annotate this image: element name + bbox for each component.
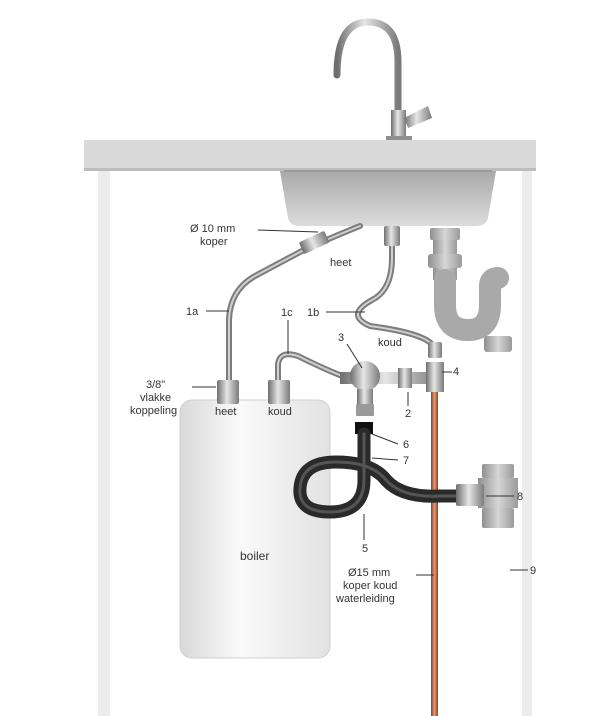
label-coupling-type: vlakke bbox=[140, 392, 171, 404]
label-pipe-10mm: Ø 10 mm bbox=[190, 223, 235, 235]
label-pipe-10mm-koper: koper bbox=[200, 236, 228, 248]
label-heet-top: heet bbox=[330, 257, 351, 269]
label-1c: 1c bbox=[281, 307, 293, 319]
copper-cold-water-line bbox=[431, 392, 438, 716]
valve-assembly bbox=[340, 361, 444, 416]
label-3: 3 bbox=[338, 332, 344, 344]
label-coupling-size: 3/8" bbox=[146, 379, 165, 391]
faucet bbox=[333, 18, 432, 144]
leader-lines bbox=[192, 229, 528, 576]
cabinet-left-post bbox=[98, 168, 110, 716]
label-boiler: boiler bbox=[240, 549, 269, 563]
label-1b: 1b bbox=[307, 307, 319, 319]
label-6: 6 bbox=[403, 439, 409, 451]
countertop bbox=[84, 140, 536, 170]
label-5: 5 bbox=[362, 543, 368, 555]
label-heet-boiler: heet bbox=[215, 406, 236, 418]
overflow-hose bbox=[293, 422, 484, 519]
flex-pipes bbox=[226, 223, 437, 385]
label-1a: 1a bbox=[186, 306, 199, 318]
boiler-unit bbox=[179, 380, 331, 659]
label-copper-type: koper koud bbox=[343, 580, 397, 592]
label-4: 4 bbox=[453, 366, 459, 378]
label-coupling: koppeling bbox=[130, 405, 177, 417]
label-2: 2 bbox=[405, 408, 411, 420]
sink-bowl bbox=[280, 171, 496, 226]
label-7: 7 bbox=[403, 455, 409, 467]
label-koud-boiler: koud bbox=[268, 406, 292, 418]
drain-pipe bbox=[428, 228, 518, 716]
label-9: 9 bbox=[530, 565, 536, 577]
label-koud-top: koud bbox=[378, 337, 402, 349]
label-8: 8 bbox=[517, 491, 523, 503]
label-copper-line: waterleiding bbox=[335, 593, 395, 605]
cabinet-right-post bbox=[522, 168, 532, 716]
label-copper-size: Ø15 mm bbox=[348, 567, 390, 579]
